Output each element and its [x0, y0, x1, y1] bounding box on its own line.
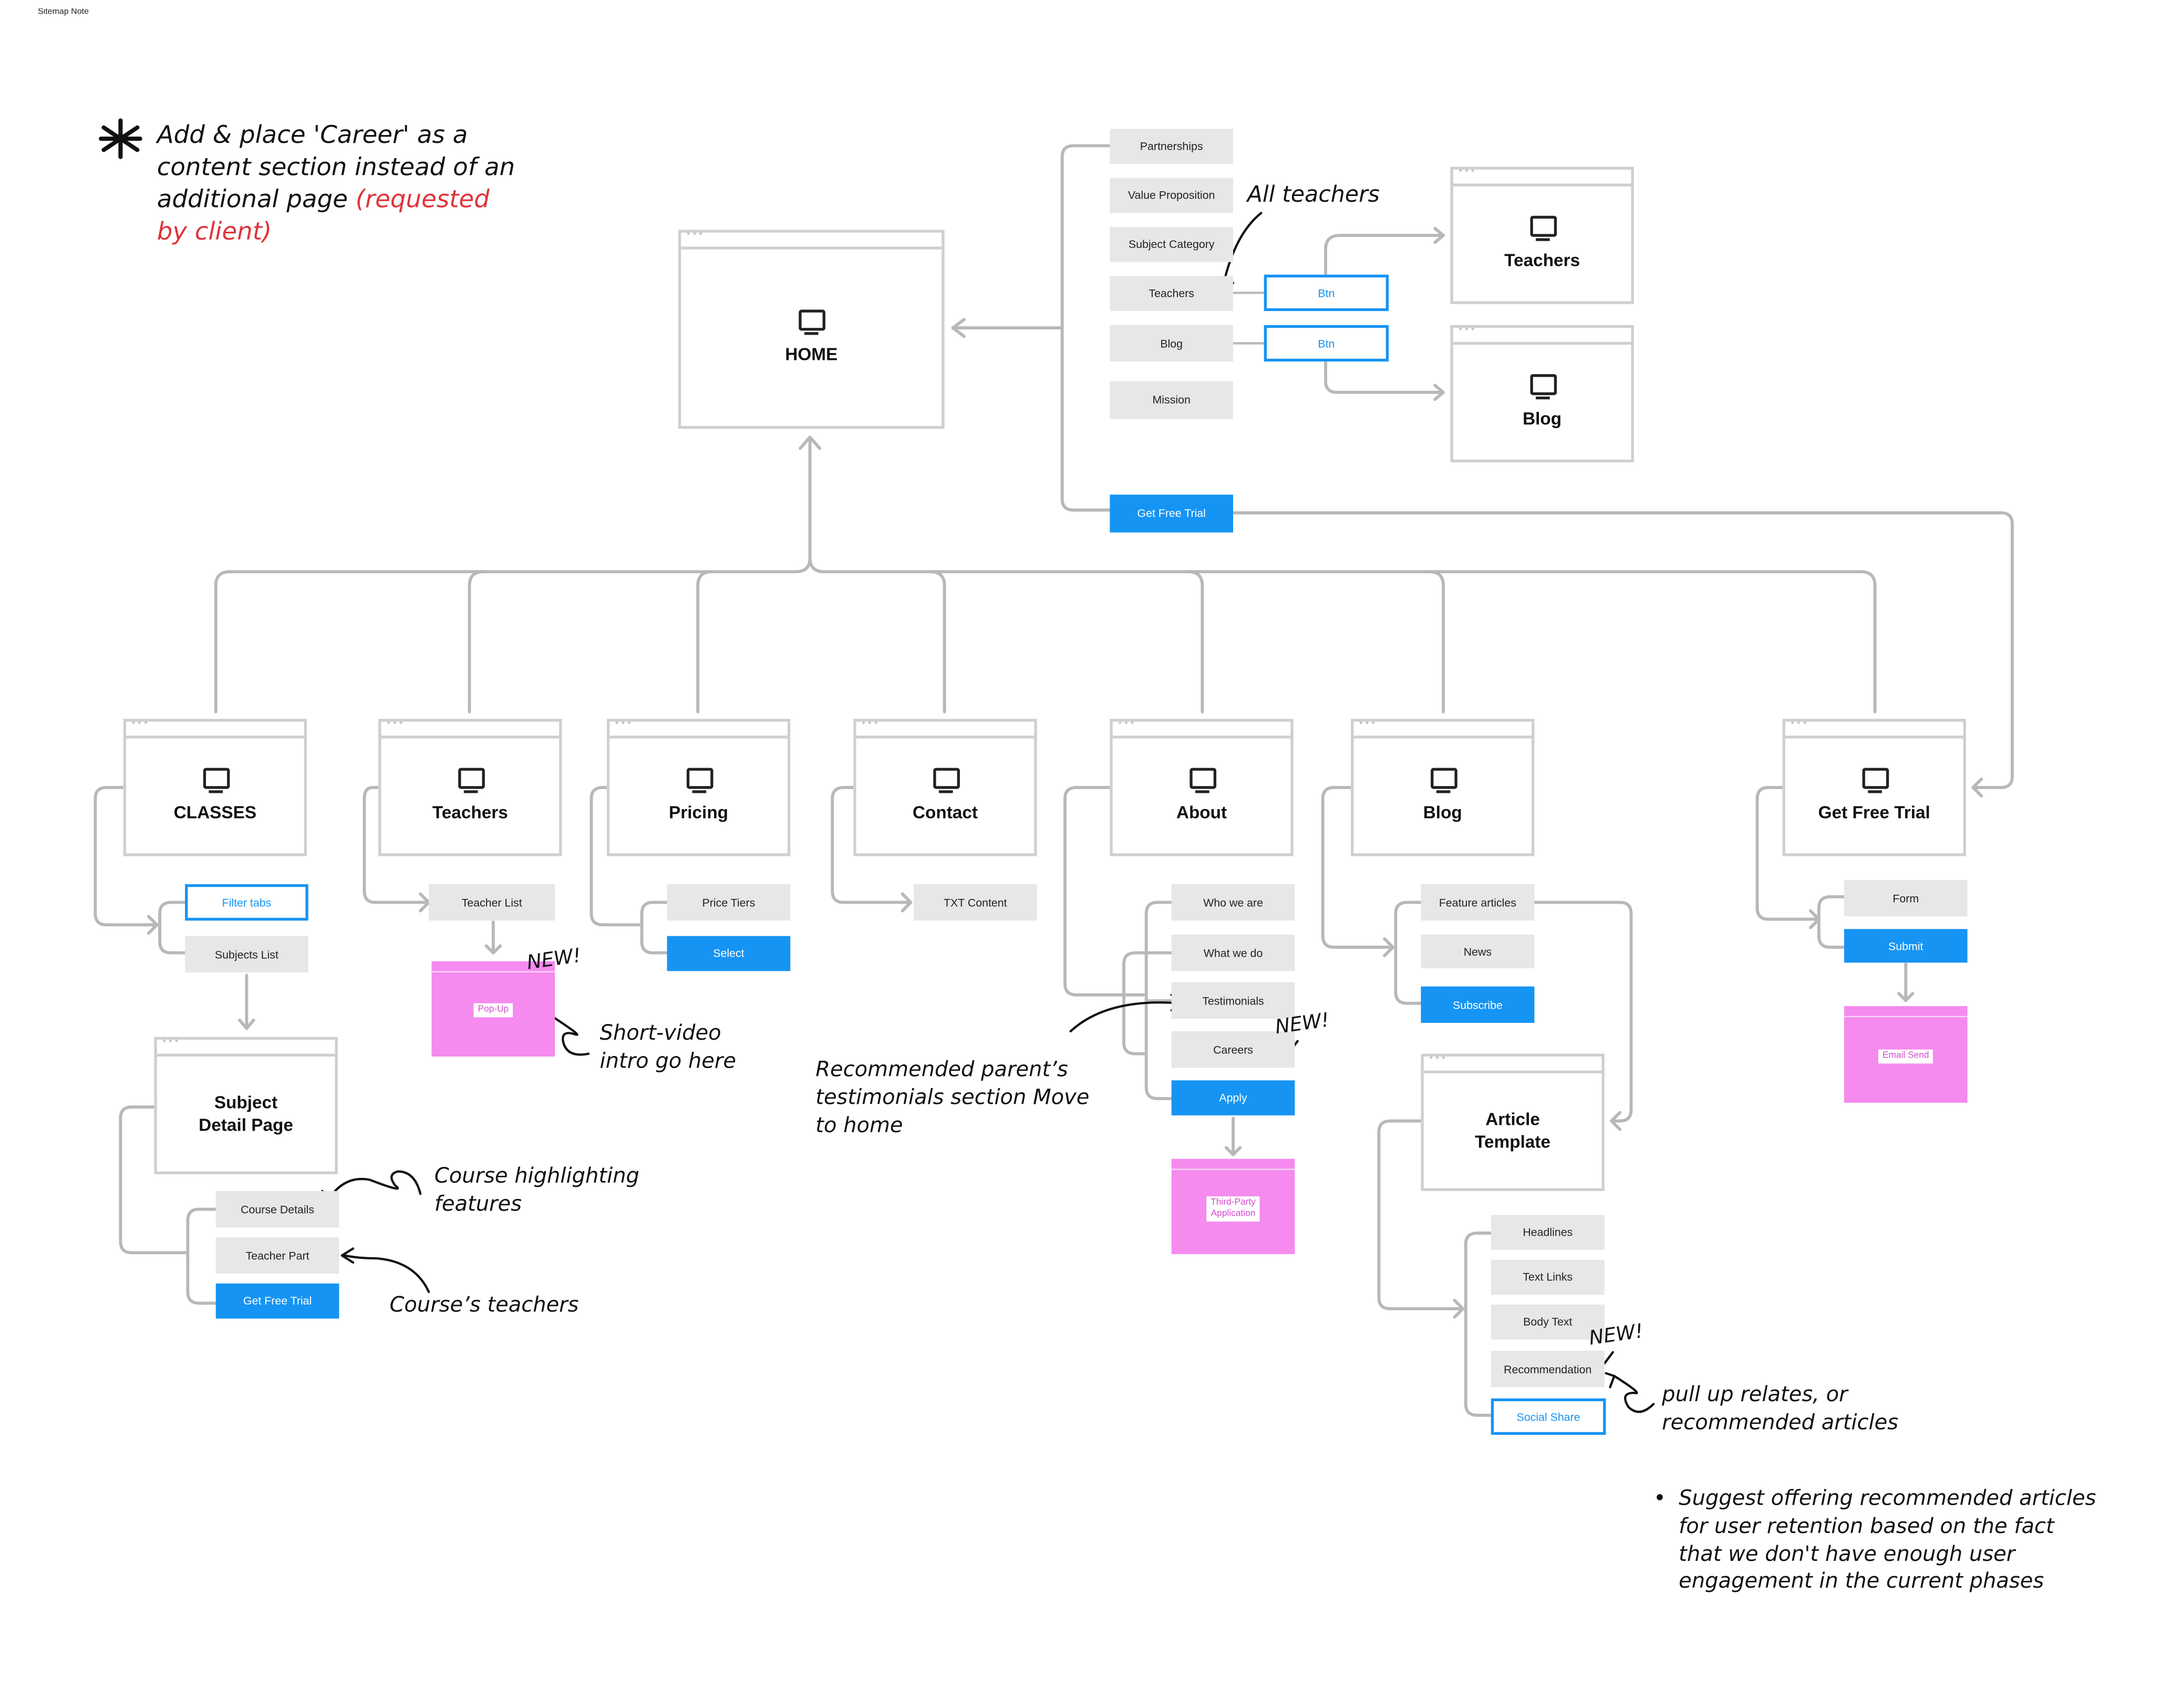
teacher-list: Teacher List: [429, 884, 555, 921]
monitor-icon: [1429, 768, 1457, 793]
get-free-trial-page[interactable]: Get Free Trial: [1782, 719, 1966, 856]
asterisk-icon: [99, 118, 142, 159]
page-title: CLASSES: [173, 803, 257, 823]
email-send-label: Email Send: [1878, 1049, 1933, 1063]
annotation-all-teachers: All teachers: [1247, 181, 1380, 208]
monitor-icon: [1528, 374, 1556, 400]
contact-page[interactable]: Contact: [853, 719, 1037, 856]
client-note: Add & place 'Career' as a content sectio…: [157, 120, 577, 250]
note-line: Add & place 'Career' as a: [157, 122, 468, 150]
course-details: Course Details: [215, 1191, 339, 1228]
teachers-page[interactable]: Teachers: [378, 719, 562, 856]
subjects-list: Subjects List: [185, 936, 308, 972]
home-get-free-trial-button[interactable]: Get Free Trial: [1110, 494, 1234, 533]
select-button[interactable]: Select: [667, 936, 791, 971]
price-tiers: Price Tiers: [667, 884, 791, 921]
page-title: Pricing: [669, 803, 729, 823]
page-title: About: [1176, 803, 1227, 823]
classes-page[interactable]: CLASSES: [123, 719, 307, 856]
annotation-course-teachers: Course’s teachers: [389, 1292, 579, 1318]
about-page[interactable]: About: [1110, 719, 1294, 856]
monitor-icon: [931, 768, 959, 793]
section-teachers: Teachers: [1110, 276, 1234, 312]
page-title: HOME: [785, 345, 838, 365]
pricing-page[interactable]: Pricing: [606, 719, 791, 856]
news: News: [1421, 934, 1535, 968]
submit-button[interactable]: Submit: [1844, 929, 1968, 963]
apply-button[interactable]: Apply: [1171, 1080, 1295, 1116]
section-value-proposition: Value Proposition: [1110, 178, 1234, 213]
subscribe-button[interactable]: Subscribe: [1421, 986, 1535, 1023]
monitor-icon: [1860, 768, 1888, 793]
section-blog: Blog: [1110, 325, 1234, 362]
testimonials: Testimonials: [1171, 982, 1295, 1019]
blog-btn[interactable]: Btn: [1264, 325, 1389, 362]
teacher-part: Teacher Part: [215, 1237, 339, 1274]
popup-modal[interactable]: Pop-Up: [431, 957, 555, 1057]
careers: Careers: [1171, 1031, 1295, 1068]
bullet: •: [1653, 1485, 1666, 1511]
blog-page[interactable]: Blog: [1351, 719, 1535, 856]
body-text: Body Text: [1491, 1305, 1605, 1340]
page-title: Contact: [912, 803, 978, 823]
txt-content: TXT Content: [913, 884, 1037, 921]
monitor-icon: [798, 309, 825, 335]
text-links: Text Links: [1491, 1259, 1605, 1295]
recommendation: Recommendation: [1491, 1351, 1605, 1388]
page-title: Teachers: [432, 803, 508, 823]
monitor-icon: [456, 768, 484, 793]
form: Form: [1844, 879, 1968, 917]
monitor-icon: [1528, 215, 1556, 241]
linked-blog-page[interactable]: Blog: [1450, 325, 1634, 463]
subject-get-free-trial-button[interactable]: Get Free Trial: [215, 1283, 339, 1319]
page-title: Blog: [1423, 803, 1462, 823]
page-title: Blog: [1523, 409, 1562, 429]
header-label: Sitemap Note: [38, 8, 89, 17]
teachers-btn[interactable]: Btn: [1264, 274, 1389, 312]
linked-teachers-page[interactable]: Teachers: [1450, 167, 1634, 304]
who-we-are: Who we are: [1171, 884, 1295, 921]
email-send: Email Send: [1844, 1002, 1968, 1103]
section-mission: Mission: [1110, 381, 1234, 419]
monitor-icon: [685, 768, 713, 793]
monitor-icon: [201, 768, 230, 793]
social-share-button[interactable]: Social Share: [1491, 1398, 1606, 1435]
page-title: Teachers: [1504, 251, 1580, 271]
section-subject-category: Subject Category: [1110, 227, 1234, 262]
page-title: Get Free Trial: [1818, 803, 1930, 823]
what-we-do: What we do: [1171, 934, 1295, 971]
note-line: additional page (requested: [157, 187, 490, 215]
home-page[interactable]: HOME: [678, 230, 945, 429]
note-line: by client): [157, 219, 272, 247]
note-line: content section instead of an: [157, 154, 515, 182]
feature-articles: Feature articles: [1421, 884, 1535, 921]
filter-tabs-button[interactable]: Filter tabs: [185, 884, 308, 921]
monitor-icon: [1187, 768, 1216, 793]
popup-label: Pop-Up: [473, 1003, 513, 1018]
headlines: Headlines: [1491, 1215, 1605, 1250]
section-partnerships: Partnerships: [1110, 129, 1234, 164]
